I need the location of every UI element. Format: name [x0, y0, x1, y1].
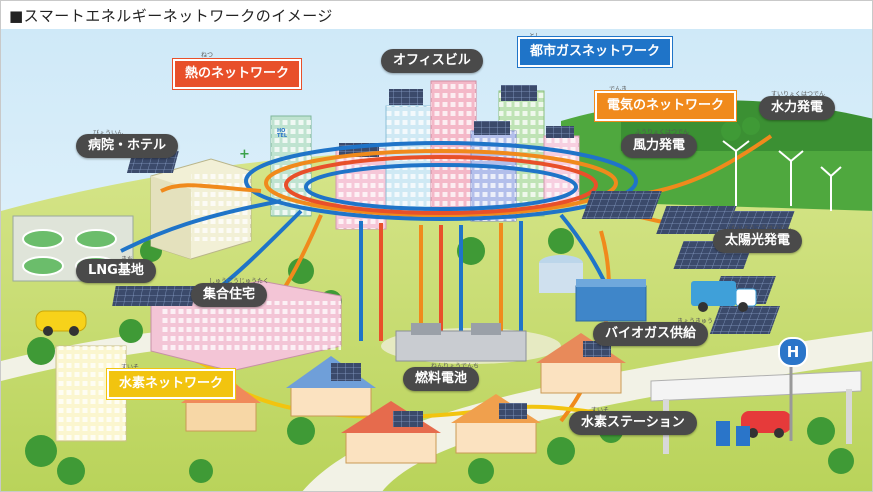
biogas-ruby: きょうきゅう [677, 316, 713, 325]
hydrogen-network-label: 水素ネットワーク [107, 369, 236, 399]
page-title: ■スマートエネルギーネットワークのイメージ [9, 7, 333, 25]
lng-label: LNG基地 [76, 259, 156, 283]
network-rings [244, 141, 638, 221]
hydrogen-network-ruby: すいそ [121, 364, 140, 371]
electric-network-ruby: でんき [609, 86, 628, 93]
office-label: オフィスビル [381, 49, 483, 73]
fuel-cell-ruby: ねんりょうでんち [431, 361, 479, 370]
gas-network-label: 都市ガスネットワーク [518, 37, 673, 67]
hospital-label: 病院・ホテル [76, 134, 179, 158]
hydro-ruby: すいりょくはつでん [771, 91, 826, 98]
hydrogen-station-label: 水素ステーション [569, 411, 697, 435]
fuel-cell-label: 燃料電池 [403, 367, 480, 391]
h2-station-ruby: すいそ [591, 405, 609, 414]
biogas-label: バイオガス供給 [593, 322, 709, 346]
road [302, 331, 872, 491]
housing-ruby: しゅうごうじゅうたく [209, 278, 270, 285]
vehicles [35, 281, 791, 438]
hospital-ruby: びょういん [93, 128, 123, 137]
housing-label: 集合住宅 [191, 283, 268, 307]
heat-network-label: 熱のネットワーク [173, 59, 302, 89]
heat-network-ruby: ねつ [201, 52, 214, 59]
hydro-power-label: 水力発電 [759, 96, 836, 120]
wind-turbines [722, 140, 842, 211]
solar-ruby: たいようこうはつでん [731, 223, 791, 232]
hotel-sign-icon: HOTEL [277, 128, 288, 139]
biogas-plant [539, 255, 647, 322]
gas-network-ruby: とし [529, 31, 541, 40]
wind-ruby: ふうりょくはつでん [635, 129, 690, 136]
fuel-cell-units [395, 323, 527, 362]
wind-power-label: 風力発電 [621, 134, 698, 158]
solar-power-label: 太陽光発電 [713, 229, 803, 253]
hydrogen-sign-icon: H [778, 337, 808, 367]
electric-network-label: 電気のネットワーク [595, 91, 737, 121]
hospital-cross-icon: + [239, 147, 250, 162]
